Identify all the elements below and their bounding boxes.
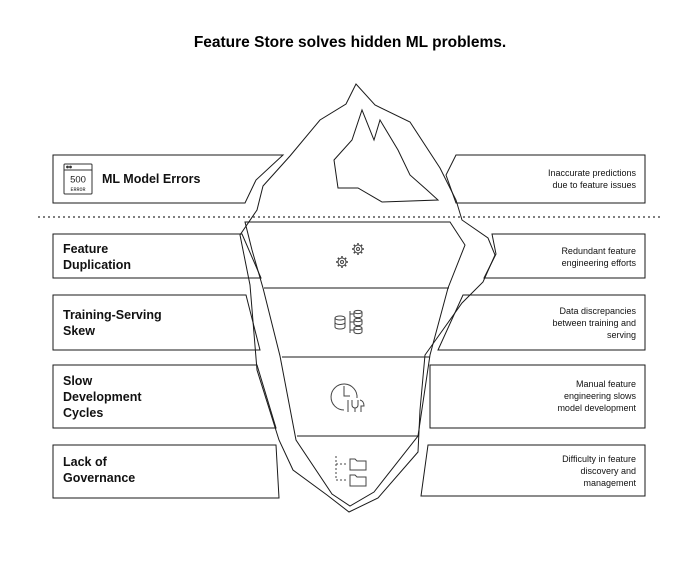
iceberg-tip <box>333 108 440 203</box>
problem-label-feature-duplication: Feature Duplication <box>63 242 132 272</box>
panel-right-training-serving-skew <box>437 294 646 351</box>
panel-left-training-serving-skew <box>52 294 261 351</box>
problem-label-slow-development-cycles: Slow Development Cycles <box>63 374 142 420</box>
problem-label-ml-model-errors: ML Model Errors <box>102 172 201 186</box>
problem-description-ml-model-errors: Inaccurate predictions due to feature is… <box>547 168 636 190</box>
panel-right-ml-model-errors <box>445 154 646 204</box>
problem-description-training-serving-skew: Data discrepancies between training and … <box>552 306 636 340</box>
panel-right-feature-duplication <box>483 233 646 279</box>
folder-tree-icon <box>335 456 367 487</box>
problem-description-lack-of-governance: Difficulty in feature discovery and mana… <box>562 454 636 488</box>
panel-left-ml-model-errors <box>52 154 285 204</box>
error-icon-label: ERROR <box>70 187 85 193</box>
panel-left-lack-of-governance <box>52 444 280 499</box>
problem-label-training-serving-skew: Training-Serving Skew <box>63 308 162 338</box>
panel-right-slow-development <box>429 364 646 429</box>
iceberg-outline <box>239 83 496 513</box>
error-500-icon <box>63 163 93 195</box>
error-icon-code: 500 <box>70 175 86 186</box>
diagram-title: Feature Store solves hidden ML problems. <box>193 34 507 51</box>
iceberg-underwater-body <box>244 221 466 507</box>
panel-left-feature-duplication <box>52 233 262 279</box>
problem-description-feature-duplication: Redundant feature engineering efforts <box>561 246 636 268</box>
databases-icon <box>334 309 363 335</box>
panel-right-lack-of-governance <box>420 444 646 497</box>
clock-tools-icon <box>330 383 365 412</box>
problem-label-lack-of-governance: Lack of Governance <box>63 455 136 485</box>
gears-icon <box>336 243 364 268</box>
panel-left-slow-development <box>52 364 277 429</box>
problem-description-slow-development-cycles: Manual feature engineering slows model d… <box>557 379 636 413</box>
